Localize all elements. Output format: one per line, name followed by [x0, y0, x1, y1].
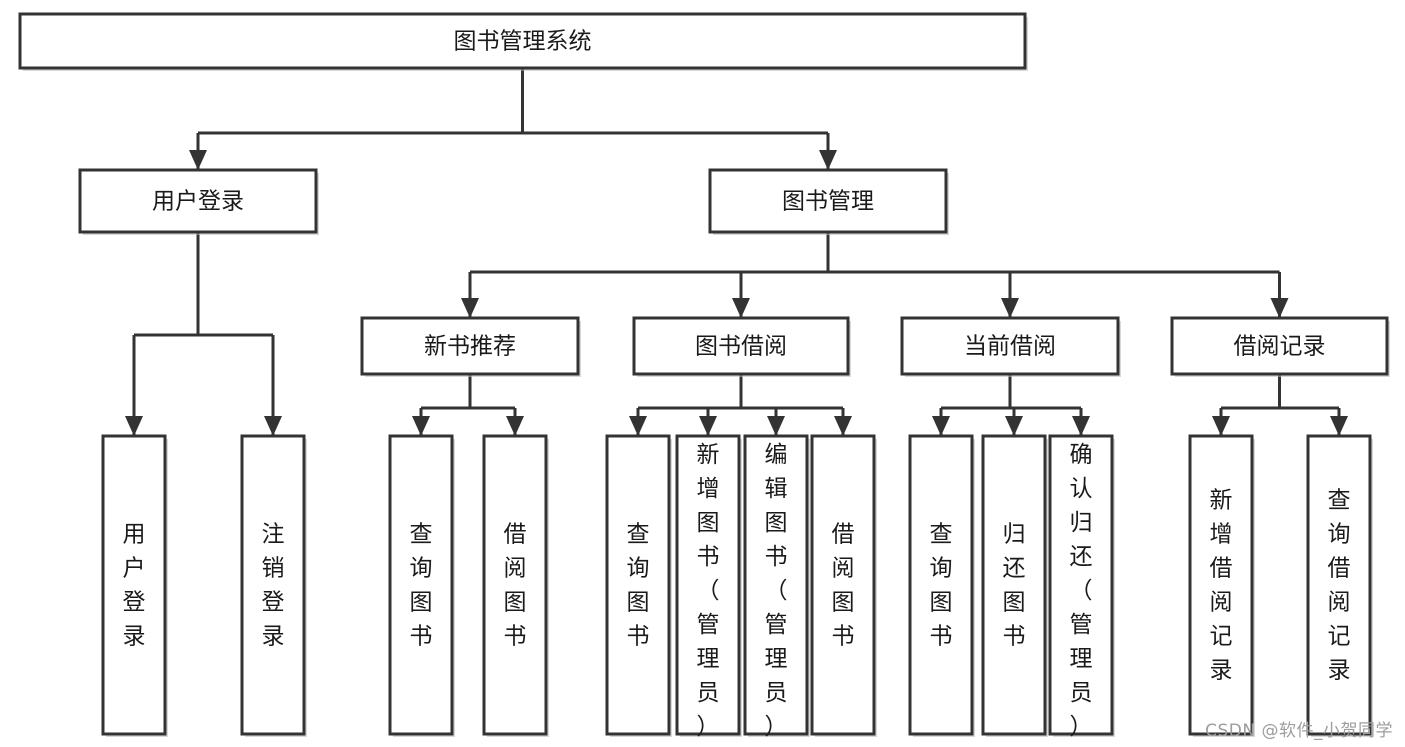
arrow-head-icon — [412, 416, 430, 436]
arrow-head-icon — [506, 416, 524, 436]
node-rect[interactable] — [482, 434, 548, 736]
node-book-borrow[interactable]: 图书借阅 — [632, 316, 851, 377]
node-borrow-lend-book[interactable]: 借阅图书 — [810, 434, 877, 737]
arrow-head-icon — [699, 416, 717, 436]
node-book-manage[interactable]: 图书管理 — [708, 168, 949, 235]
node-rect[interactable] — [18, 12, 1027, 70]
csdn-watermark: CSDN @软件_小贺同学 — [1205, 721, 1393, 741]
arrow-head-icon — [1072, 416, 1090, 436]
node-rec-query-book[interactable]: 查询图书 — [388, 434, 455, 737]
node-label: 新增借阅记录 — [1210, 487, 1233, 683]
node-rect[interactable] — [101, 434, 167, 736]
node-label: 查询图书 — [930, 521, 953, 649]
node-rect[interactable] — [605, 434, 671, 736]
node-rect[interactable] — [675, 434, 741, 736]
node-rect[interactable] — [908, 434, 974, 736]
node-user-login-do[interactable]: 用户登录 — [101, 434, 168, 737]
node-label: 用户登录 — [152, 189, 244, 215]
arrow-head-icon — [1330, 416, 1348, 436]
node-label: 图书管理系统 — [454, 29, 592, 55]
node-rect[interactable] — [1048, 434, 1114, 736]
node-rect[interactable] — [388, 434, 454, 736]
node-rect[interactable] — [240, 434, 306, 736]
node-rect[interactable] — [632, 316, 850, 376]
node-user-logout[interactable]: 注销登录 — [240, 434, 307, 737]
node-label: 新书推荐 — [424, 334, 516, 360]
arrow-head-icon — [834, 416, 852, 436]
node-layer: 图书管理系统用户登录用户登录注销登录图书管理新书推荐查询图书借阅图书图书借阅查询… — [18, 12, 1390, 740]
node-user-login[interactable]: 用户登录 — [78, 168, 319, 235]
arrow-head-icon — [189, 150, 207, 170]
node-label: 图书借阅 — [695, 334, 787, 360]
node-new-book-rec[interactable]: 新书推荐 — [360, 316, 581, 377]
node-borrow-query-book[interactable]: 查询图书 — [605, 434, 672, 737]
node-label: 查询图书 — [627, 521, 650, 649]
node-label: 编辑图书（管理员） — [765, 442, 788, 740]
node-rect[interactable] — [900, 316, 1120, 376]
node-rect[interactable] — [708, 168, 948, 234]
node-label: 借阅记录 — [1234, 334, 1326, 360]
node-root[interactable]: 图书管理系统 — [18, 12, 1028, 71]
node-rect[interactable] — [1170, 316, 1389, 376]
arrow-head-icon — [767, 416, 785, 436]
node-label: 图书管理 — [782, 189, 874, 215]
node-label: 借阅图书 — [832, 521, 855, 649]
arrow-head-icon — [1270, 298, 1289, 318]
node-label: 确认归还（管理员） — [1070, 442, 1093, 740]
node-label: 查询借阅记录 — [1328, 487, 1351, 683]
node-label: 新增图书（管理员） — [697, 442, 720, 740]
node-rect[interactable] — [78, 168, 318, 234]
node-label: 归还图书 — [1003, 521, 1026, 649]
arrow-head-icon — [732, 298, 750, 318]
arrow-head-icon — [1001, 298, 1019, 318]
node-cur-query-book[interactable]: 查询图书 — [908, 434, 975, 737]
node-cur-confirm-return[interactable]: 确认归还（管理员） — [1048, 434, 1115, 740]
arrow-head-icon — [461, 298, 479, 318]
node-borrow-add-book[interactable]: 新增图书（管理员） — [675, 434, 742, 740]
node-label: 借阅图书 — [504, 521, 527, 649]
node-current-borrow[interactable]: 当前借阅 — [900, 316, 1121, 377]
node-rec-query-record[interactable]: 查询借阅记录 — [1306, 434, 1373, 737]
node-rect[interactable] — [1188, 434, 1254, 736]
node-rec-add-record[interactable]: 新增借阅记录 — [1188, 434, 1255, 737]
node-cur-return-book[interactable]: 归还图书 — [981, 434, 1048, 737]
node-rect[interactable] — [743, 434, 809, 736]
arrow-head-icon — [819, 150, 837, 170]
arrow-head-icon — [932, 416, 950, 436]
node-rect[interactable] — [981, 434, 1047, 736]
arrow-head-icon — [1212, 416, 1230, 436]
node-rec-borrow-book[interactable]: 借阅图书 — [482, 434, 549, 737]
arrow-head-icon — [1005, 416, 1023, 436]
node-label: 注销登录 — [262, 521, 285, 649]
node-label: 当前借阅 — [964, 334, 1056, 360]
node-borrow-record[interactable]: 借阅记录 — [1170, 316, 1390, 377]
node-borrow-edit-book[interactable]: 编辑图书（管理员） — [743, 434, 810, 740]
arrow-head-icon — [629, 416, 647, 436]
node-rect[interactable] — [1306, 434, 1372, 736]
node-rect[interactable] — [360, 316, 580, 376]
node-rect[interactable] — [810, 434, 876, 736]
connector-layer — [125, 68, 1348, 436]
node-label: 查询图书 — [410, 521, 433, 649]
arrow-head-icon — [264, 416, 282, 436]
arrow-head-icon — [125, 416, 143, 436]
node-label: 用户登录 — [123, 521, 146, 649]
